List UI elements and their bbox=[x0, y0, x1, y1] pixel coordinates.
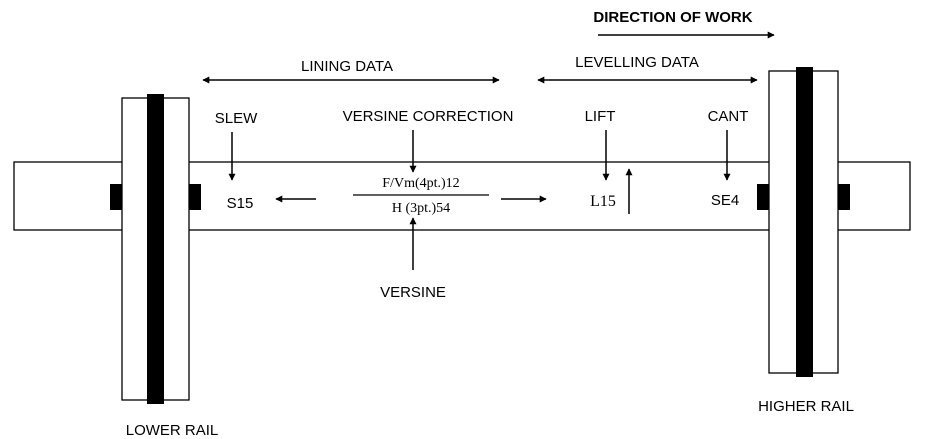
lower-rail bbox=[121, 94, 190, 404]
fastening-block-right-outer bbox=[838, 184, 850, 210]
lift-value: L15 bbox=[590, 193, 616, 210]
versine-label: VERSINE bbox=[380, 284, 446, 301]
formula-numerator: F/Vm(4pt.)12 bbox=[382, 176, 459, 191]
lift-label: LIFT bbox=[585, 108, 616, 125]
fastening-block-right-inner bbox=[757, 184, 769, 210]
levelling-data-label: LEVELLING DATA bbox=[575, 54, 699, 71]
higher-rail-label: HIGHER RAIL bbox=[758, 398, 854, 415]
direction-of-work-label: DIRECTION OF WORK bbox=[593, 9, 752, 26]
cant-value: SE4 bbox=[711, 192, 739, 209]
slew-value: S15 bbox=[227, 195, 254, 212]
lower-rail-label: LOWER RAIL bbox=[126, 422, 219, 439]
cant-label: CANT bbox=[708, 108, 749, 125]
versine-correction-label: VERSINE CORRECTION bbox=[343, 108, 514, 125]
fastening-block-left-outer bbox=[110, 184, 122, 210]
lining-data-label: LINING DATA bbox=[301, 58, 393, 75]
higher-rail bbox=[768, 67, 839, 377]
slew-label: SLEW bbox=[215, 110, 258, 127]
formula-denominator: H (3pt.)54 bbox=[392, 201, 450, 216]
fastening-block-left-inner bbox=[189, 184, 201, 210]
